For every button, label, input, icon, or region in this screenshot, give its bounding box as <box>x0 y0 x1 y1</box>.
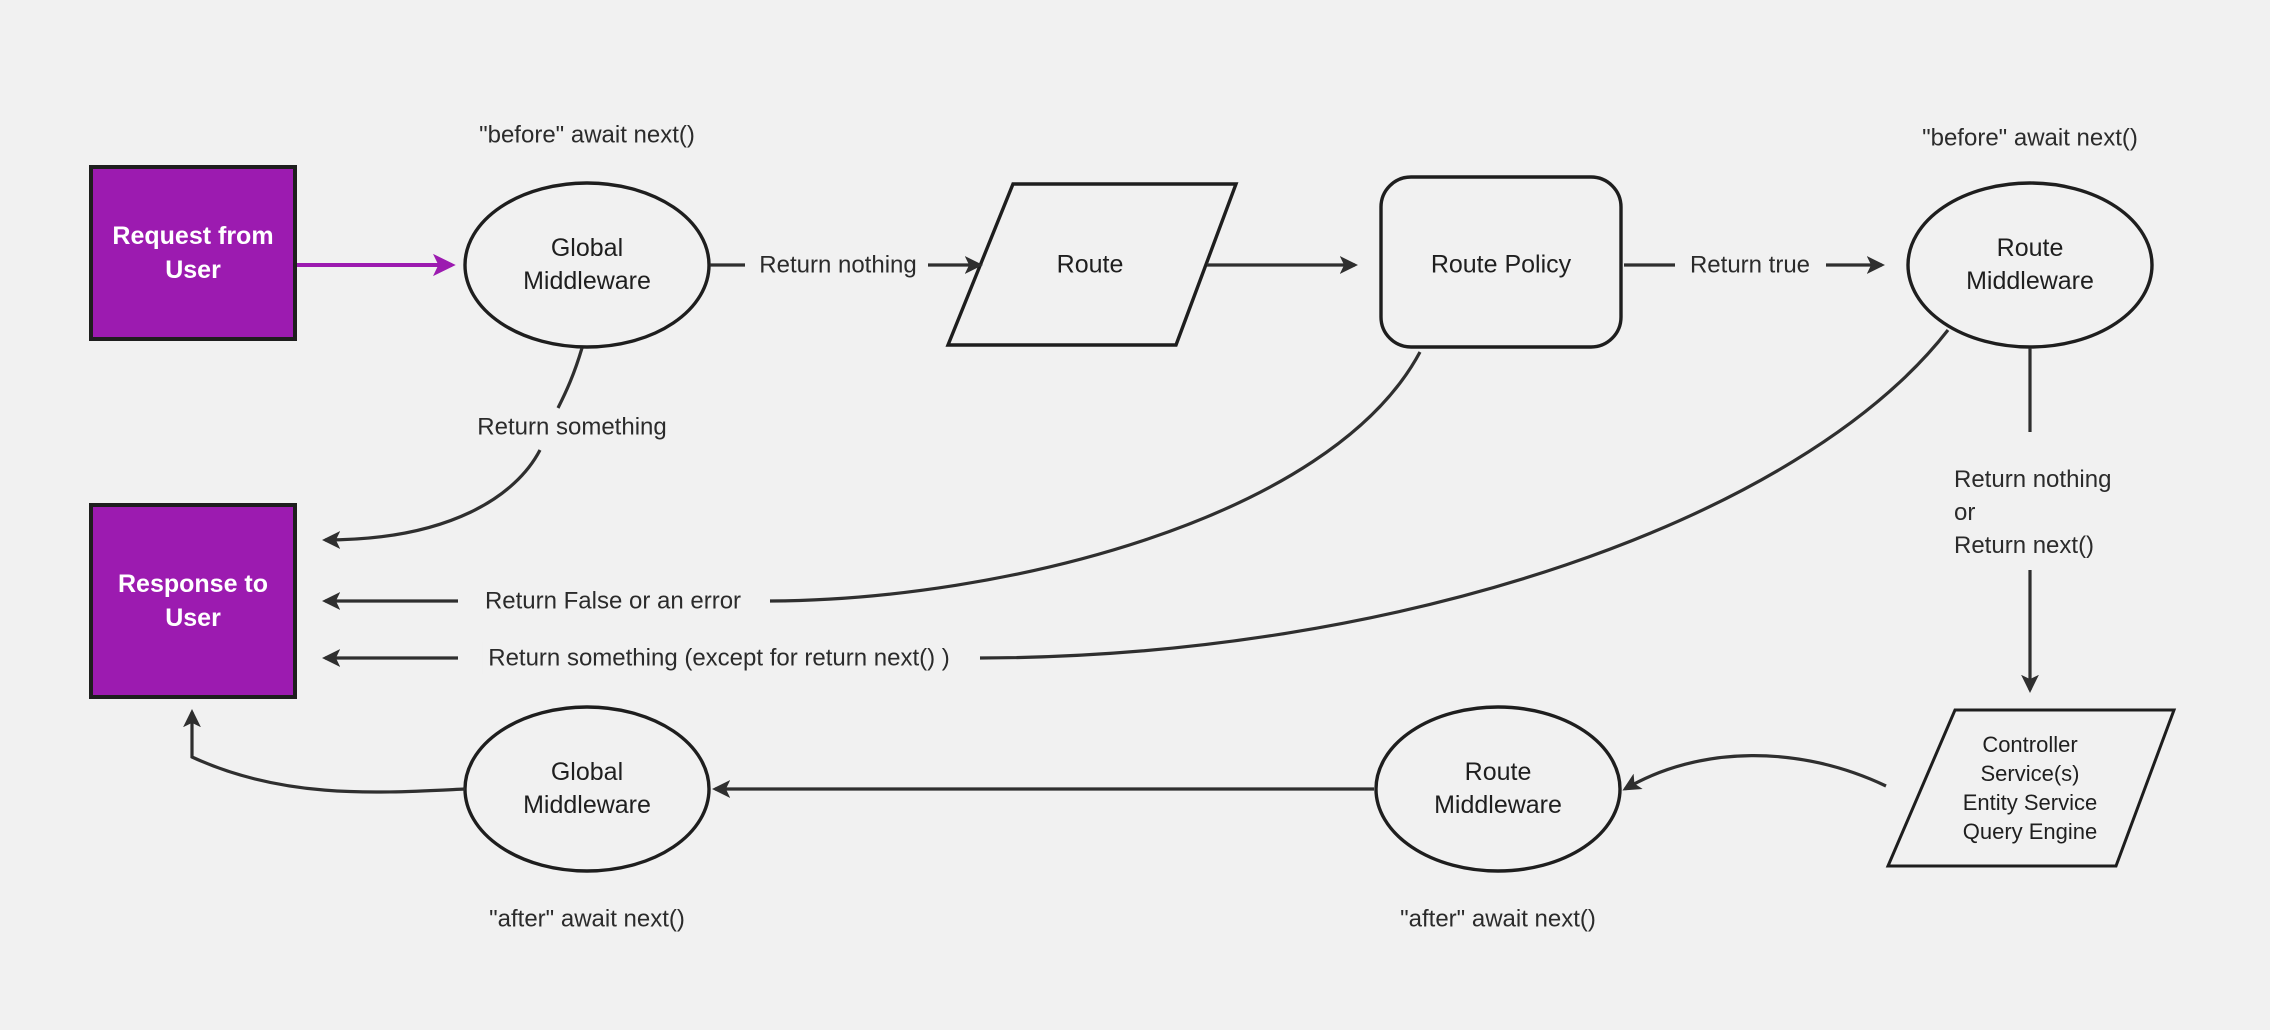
node-route-policy-shape[interactable] <box>1379 175 1623 349</box>
node-global-middleware-before-shape[interactable] <box>463 181 711 349</box>
node-request-from-user-shape[interactable] <box>89 165 297 341</box>
edge-route-policy-to-response <box>769 351 1422 603</box>
edge-global-middleware-after-to-response <box>183 709 466 794</box>
edge-controller-to-route-middleware-after <box>1622 754 1887 791</box>
node-route-middleware-after-shape[interactable] <box>1374 705 1622 873</box>
node-route-shape[interactable] <box>945 182 1239 347</box>
edge-global-middleware-to-response-lower <box>322 449 542 549</box>
node-response-to-user-shape[interactable] <box>89 503 297 699</box>
edge-route-middleware-to-response <box>979 329 1950 660</box>
edge-global-middleware-to-response-upper <box>556 347 584 409</box>
node-global-middleware-after-shape[interactable] <box>463 705 711 873</box>
node-route-middleware-before-shape[interactable] <box>1906 181 2154 349</box>
node-controller-shape[interactable] <box>1885 708 2177 868</box>
